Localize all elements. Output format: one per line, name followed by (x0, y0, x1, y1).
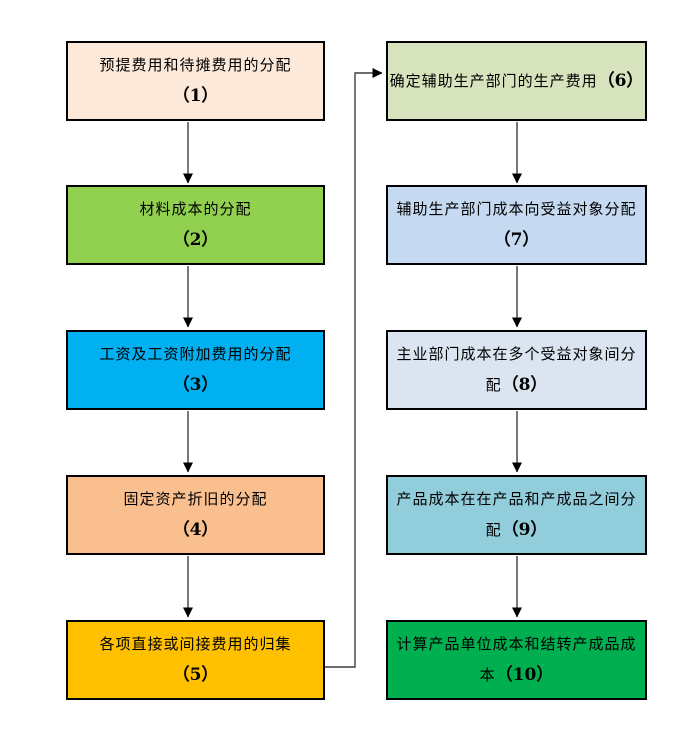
flow-box-7: 辅助生产部门成本向受益对象分配 （7） (386, 185, 647, 265)
flow-box-5-number: （5） (172, 664, 219, 685)
flow-box-8: 主业部门成本在多个受益对象间分 配（8） (386, 330, 647, 410)
flow-box-1: 预提费用和待摊费用的分配 （1） (66, 41, 325, 121)
flow-box-8-title-line1: 主业部门成本在多个受益对象间分 (396, 344, 637, 363)
flow-box-2-number: （2） (172, 229, 219, 250)
flow-box-7-title: 辅助生产部门成本向受益对象分配 (396, 199, 637, 218)
flow-box-10-number: （10） (495, 664, 554, 685)
flow-box-4-number: （4） (172, 519, 219, 540)
flow-box-8-line2: 配（8） (485, 374, 548, 395)
flow-box-4-title: 固定资产折旧的分配 (123, 489, 268, 508)
flow-box-6-number: （6） (597, 70, 644, 91)
flow-box-6-title: 确定辅助生产部门的生产费用 (389, 71, 598, 90)
flow-box-10-title-line1: 计算产品单位成本和结转产成品成 (396, 634, 637, 653)
flow-box-7-number: （7） (493, 229, 540, 250)
flow-box-1-number: （1） (172, 85, 219, 106)
flow-box-9-line2: 配（9） (485, 519, 548, 540)
flow-box-1-title: 预提费用和待摊费用的分配 (99, 55, 292, 74)
flow-box-8-number: （8） (501, 374, 548, 395)
flow-box-10-title-line2: 本 (479, 665, 496, 684)
flow-box-3-title: 工资及工资附加费用的分配 (99, 344, 292, 363)
flow-box-6-line: 确定辅助生产部门的生产费用（6） (389, 70, 644, 91)
flow-box-10: 计算产品单位成本和结转产成品成 本（10） (386, 620, 647, 700)
flow-box-9-title-line1: 产品成本在在产品和产成品之间分 (396, 489, 637, 508)
flow-box-5: 各项直接或间接费用的归集 （5） (66, 620, 325, 700)
flow-box-8-title-line2: 配 (485, 375, 502, 394)
flow-box-6: 确定辅助生产部门的生产费用（6） (386, 41, 647, 121)
flow-box-9-title-line2: 配 (485, 520, 502, 539)
flow-box-2-title: 材料成本的分配 (139, 199, 252, 218)
flow-box-2: 材料成本的分配 （2） (66, 185, 325, 265)
flow-box-5-title: 各项直接或间接费用的归集 (99, 634, 292, 653)
flow-box-9-number: （9） (501, 519, 548, 540)
flow-box-10-line2: 本（10） (479, 664, 554, 685)
flow-box-4: 固定资产折旧的分配 （4） (66, 475, 325, 555)
flow-box-3: 工资及工资附加费用的分配 （3） (66, 330, 325, 410)
flow-box-3-number: （3） (172, 374, 219, 395)
flow-box-9: 产品成本在在产品和产成品之间分 配（9） (386, 475, 647, 555)
connector-box5-to-box6 (325, 68, 383, 668)
